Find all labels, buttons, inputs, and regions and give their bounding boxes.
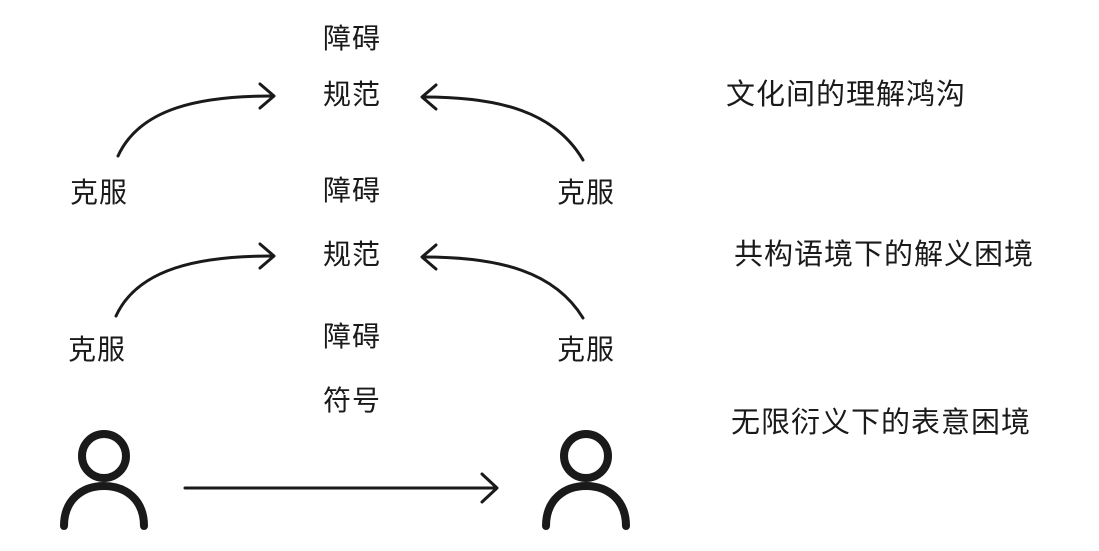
level-1-description: 文化间的理解鸿沟 — [726, 77, 967, 111]
level-1-obstacle-label: 障碍 — [323, 22, 382, 55]
level-2-obstacle-label: 障碍 — [323, 174, 382, 207]
level-1-medium-label: 规范 — [323, 78, 382, 111]
level-2-right-arrow — [420, 243, 585, 320]
level-3-description: 无限衍义下的表意困境 — [731, 405, 1032, 439]
level-3-obstacle-label: 障碍 — [323, 320, 382, 353]
level-1-right-action-label: 克服 — [557, 176, 616, 209]
level-1-right-arrow — [420, 83, 585, 162]
level-1-left-arrow — [116, 82, 276, 158]
right-person-icon — [542, 430, 630, 530]
left-person-icon — [60, 430, 148, 530]
communication-arrow — [183, 472, 499, 504]
level-2-right-action-label: 克服 — [557, 333, 616, 366]
level-2-left-action-label: 克服 — [68, 333, 127, 366]
level-1-left-action-label: 克服 — [70, 176, 129, 209]
level-2-medium-label: 规范 — [323, 238, 382, 271]
level-2-description: 共构语境下的解义困境 — [734, 237, 1035, 271]
level-3-medium-label: 符号 — [323, 384, 382, 417]
level-2-left-arrow — [114, 242, 276, 318]
